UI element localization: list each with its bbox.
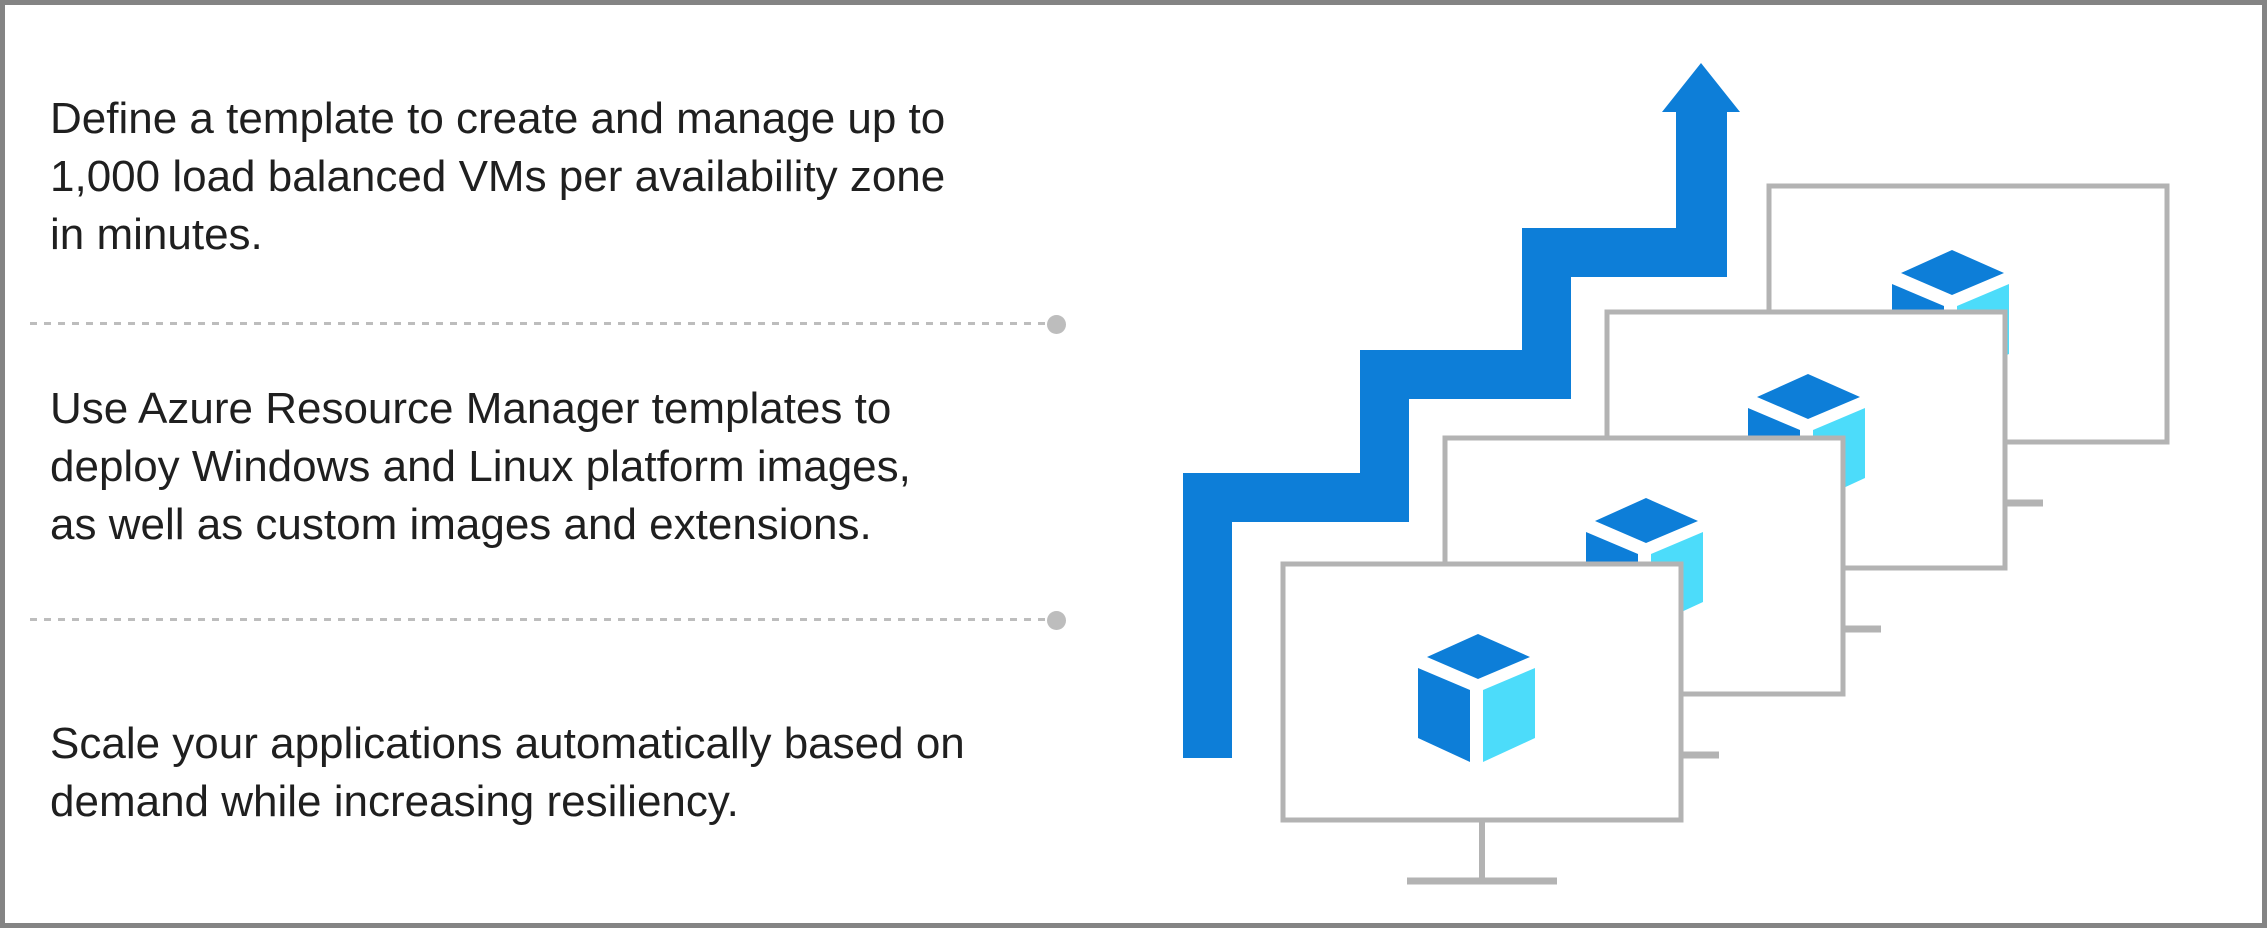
dashed-divider (30, 618, 1046, 621)
divider-dot (1047, 315, 1066, 334)
benefit-text-define-template: Define a template to create and manage u… (50, 94, 946, 259)
monitor-screen (1280, 561, 1684, 823)
azure-cube-icon (1418, 634, 1535, 762)
cube-top-face (1901, 250, 2004, 295)
scale-up-arrow-icon (1183, 63, 1740, 758)
dashed-divider (30, 322, 1046, 325)
divider-dot (1047, 611, 1066, 630)
cube-top-face (1757, 374, 1860, 419)
cube-right-face (1483, 668, 1535, 762)
cube-top-face (1595, 498, 1698, 543)
vm-monitor-1 (1280, 561, 1684, 885)
benefit-text-arm-templates: Use Azure Resource Manager templates to … (50, 384, 911, 549)
cube-top-face (1427, 634, 1530, 679)
benefit-text-autoscale: Scale your applications automatically ba… (50, 719, 965, 826)
cube-left-face (1418, 668, 1470, 762)
